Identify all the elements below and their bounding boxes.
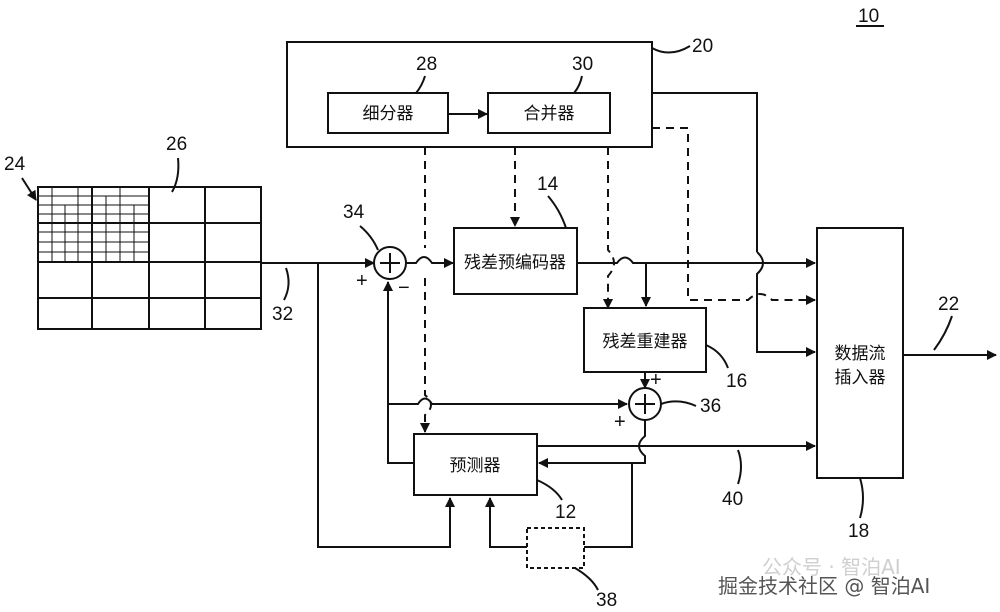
residual-precoder-ref: 14 <box>537 174 559 195</box>
control-to-inserter-solid-b <box>756 251 816 357</box>
subdivider-leader <box>415 75 426 94</box>
picture-ref: 24 <box>4 154 26 175</box>
adder-ref: 36 <box>700 396 721 417</box>
merger-leader <box>573 75 583 94</box>
control-block-ref: 20 <box>692 36 713 57</box>
prediction-path-ref: 40 <box>722 489 743 510</box>
picture-grid <box>37 186 262 330</box>
merger-block <box>487 92 611 134</box>
predictor-block <box>413 433 538 496</box>
output-ref: 22 <box>938 294 959 315</box>
predictor-to-subtractor-line <box>383 281 413 464</box>
residual-precoder-label: 残差预编码器 <box>464 253 566 273</box>
watermark-line2: 掘金技术社区 @ 智泊AI <box>718 574 930 598</box>
control-to-inserter-solid-a <box>652 92 758 252</box>
data-stream-inserter-label-line1: 数据流 <box>835 344 886 364</box>
subtractor-to-precoder-line <box>406 256 454 268</box>
residual-reconstructor-label: 残差重建器 <box>603 332 688 352</box>
control-to-predictor-dashed <box>425 147 431 432</box>
residual-reconstructor-block <box>583 307 707 373</box>
picture-leader <box>21 177 37 201</box>
grid-leader <box>171 157 180 193</box>
adder-plus-left-sign: + <box>614 411 626 433</box>
input-bypass-line <box>317 263 455 548</box>
prediction-path-leader <box>737 449 742 485</box>
dashed-box-ref: 38 <box>596 590 617 611</box>
subdivider-ref: 28 <box>416 54 437 75</box>
control-block-leader <box>651 45 691 54</box>
subdivider-block <box>327 92 449 134</box>
residual-reconstructor-leader <box>705 344 729 369</box>
residual-precoder-leader <box>547 195 567 229</box>
dashed-box-leader <box>574 567 599 591</box>
predictor-label: 预测器 <box>450 456 501 476</box>
predictor-ref: 12 <box>555 502 576 523</box>
control-to-reconstructor-dashed <box>603 147 615 309</box>
residual-reconstructor-ref: 16 <box>726 371 747 392</box>
residual-precoder-block <box>453 227 578 295</box>
adder-to-dashed-box-line <box>565 463 633 548</box>
merger-label: 合并器 <box>524 104 575 124</box>
subtractor-ref: 34 <box>343 202 365 223</box>
subdivider-label: 细分器 <box>363 104 414 124</box>
dashed-box-to-predictor-line <box>485 497 527 548</box>
figure-number: 10 <box>858 6 879 27</box>
input-ref: 32 <box>272 304 293 325</box>
input-leader <box>283 267 290 301</box>
adder-leader <box>660 400 697 407</box>
merger-ref: 30 <box>572 54 593 75</box>
adder-plus-top-sign: + <box>650 369 662 391</box>
subtractor-minus-sign: − <box>398 277 410 299</box>
predictor-leader <box>536 479 563 501</box>
subtractor-leader <box>359 225 379 251</box>
predictor-to-adder-line <box>388 397 628 409</box>
adder-to-predictor-line <box>538 420 646 468</box>
data-stream-inserter-ref: 18 <box>848 521 869 542</box>
watermark-line1: 公众号 · 智泊AI <box>762 555 901 579</box>
data-stream-inserter-leader <box>859 477 864 519</box>
subtractor-plus-sign: + <box>356 270 368 292</box>
data-stream-inserter-label-line2: 插入器 <box>835 368 886 388</box>
grid-ref: 26 <box>166 134 187 155</box>
output-leader <box>933 315 953 351</box>
dashed-box <box>526 527 585 569</box>
control-to-inserter-dashed <box>652 127 816 305</box>
